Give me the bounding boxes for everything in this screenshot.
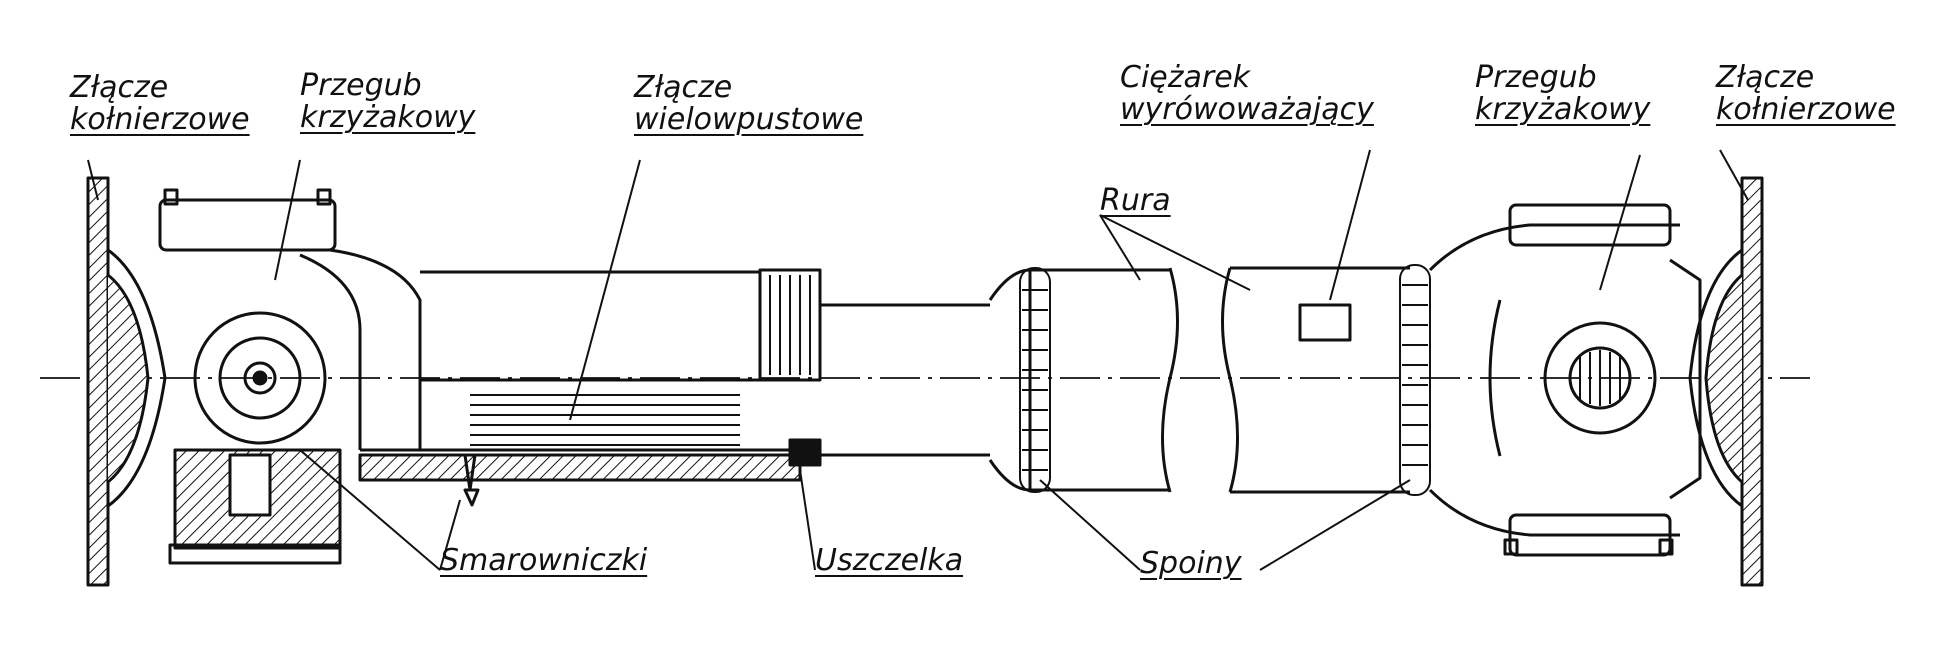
label-ujoint-right-line1: Przegub bbox=[1475, 60, 1597, 95]
leader-ujoint-left bbox=[274, 159, 301, 281]
shaft-tube bbox=[820, 266, 1410, 494]
weld-left bbox=[1019, 267, 1051, 493]
label-spline-joint-line2: wielowpustowe bbox=[634, 102, 864, 137]
label-flange-right-line2: kołnierzowe bbox=[1716, 92, 1896, 127]
label-welds: Spoiny bbox=[1140, 546, 1242, 581]
label-tube: Rura bbox=[1100, 183, 1171, 218]
label-ujoint-right: Przegub krzyżakowy bbox=[1475, 62, 1650, 126]
ujoint-right bbox=[1428, 203, 1702, 557]
leader-welds-2 bbox=[1259, 479, 1411, 571]
label-flange-left: Złącze kołnierzowe bbox=[70, 72, 250, 136]
ujoint-left bbox=[158, 188, 422, 565]
label-spline-joint: Złącze wielowpustowe bbox=[634, 72, 863, 136]
leader-ujoint-right bbox=[1599, 154, 1641, 291]
label-ujoint-left-line1: Przegub bbox=[300, 68, 422, 103]
label-grease-nipples: Smarowniczki bbox=[440, 543, 648, 578]
weld-right bbox=[1399, 264, 1431, 496]
leader-tube-2 bbox=[1099, 214, 1251, 291]
flange-left bbox=[86, 176, 167, 587]
label-flange-left-line2: kołnierzowe bbox=[70, 102, 250, 137]
label-flange-right-line1: Złącze bbox=[1716, 60, 1815, 95]
label-spline-joint-line1: Złącze bbox=[634, 70, 733, 105]
label-balance-weight: Ciężarek wyrówoważający bbox=[1120, 62, 1374, 126]
label-balance-weight-line1: Ciężarek bbox=[1120, 60, 1251, 95]
leader-flange-right bbox=[1719, 149, 1749, 201]
label-ujoint-left: Przegub krzyżakowy bbox=[300, 70, 475, 134]
label-ujoint-right-line2: krzyżakowy bbox=[1475, 92, 1651, 127]
leader-nipples-2 bbox=[439, 499, 461, 571]
leader-seal bbox=[799, 469, 816, 571]
spline-housing bbox=[358, 268, 822, 507]
label-seal: Uszczelka bbox=[815, 543, 964, 578]
leader-nipples bbox=[299, 449, 441, 571]
label-ujoint-left-line2: krzyżakowy bbox=[300, 100, 476, 135]
leader-welds bbox=[1039, 479, 1141, 571]
label-flange-left-line1: Złącze bbox=[70, 70, 169, 105]
flange-right bbox=[1688, 176, 1764, 587]
leader-spline bbox=[569, 159, 641, 421]
label-flange-right: Złącze kołnierzowe bbox=[1716, 62, 1896, 126]
label-balance-weight-line2: wyrówoważający bbox=[1120, 92, 1374, 127]
leader-weight bbox=[1329, 149, 1371, 301]
leader-tube bbox=[1099, 214, 1141, 281]
leader-flange-left bbox=[87, 159, 99, 201]
